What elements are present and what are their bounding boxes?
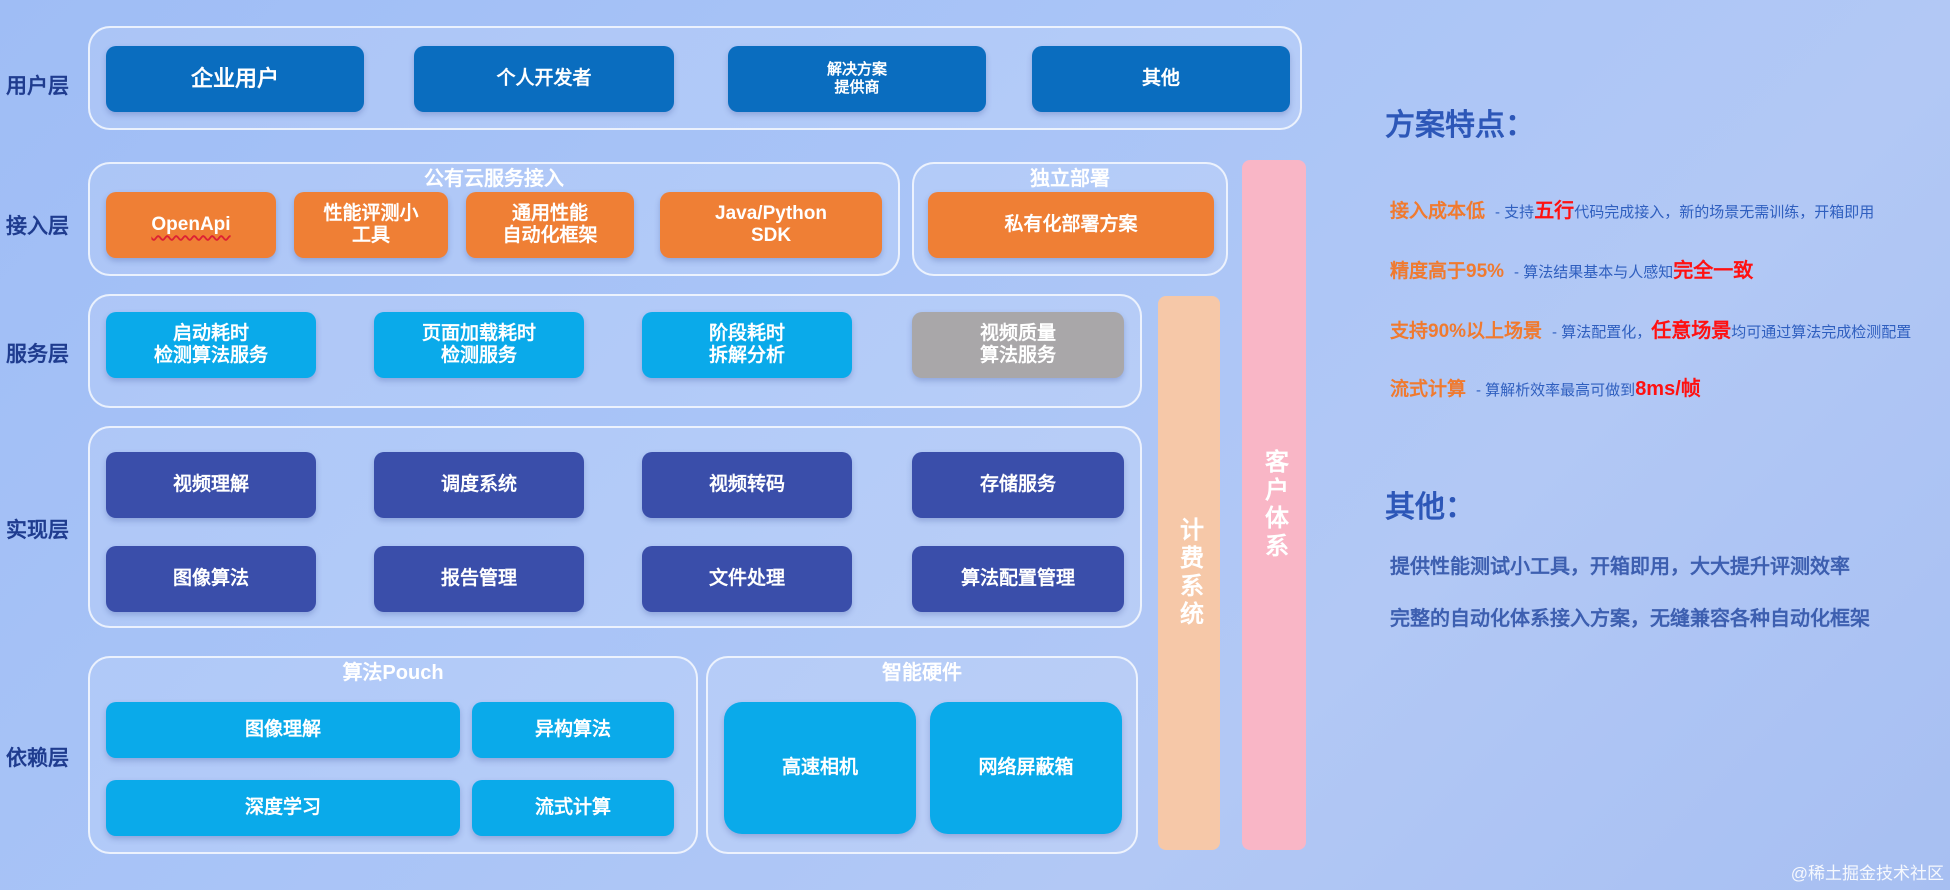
feature-item: 支持90%以上场景 - 算法配置化，任意场景均可通过算法完成检测配置 bbox=[1390, 314, 1911, 343]
impl-algo-config: 算法配置管理 bbox=[912, 546, 1124, 612]
smart-hardware-title: 智能硬件 bbox=[882, 662, 962, 684]
others-item: 提供性能测试小工具，开箱即用，大大提升评测效率 bbox=[1390, 556, 1850, 578]
dep-heterogeneous-algo: 异构算法 bbox=[472, 702, 674, 758]
dep-stream-compute: 流式计算 bbox=[472, 780, 674, 836]
impl-scheduling: 调度系统 bbox=[374, 452, 584, 518]
feature-key: 精度高于95% bbox=[1390, 261, 1505, 282]
service-page-load: 页面加载耗时 检测服务 bbox=[374, 312, 584, 378]
feature-text-pre: - 支持 bbox=[1495, 204, 1535, 221]
feature-highlight: 完全一致 bbox=[1673, 260, 1754, 282]
feature-item: 流式计算 - 算解析效率最高可做到8ms/帧 bbox=[1390, 372, 1701, 401]
user-other: 其他 bbox=[1032, 46, 1290, 112]
user-enterprise: 企业用户 bbox=[106, 46, 364, 112]
impl-video-transcode: 视频转码 bbox=[642, 452, 852, 518]
independent-deploy-title: 独立部署 bbox=[1030, 168, 1110, 190]
feature-text-post: 代码完成接入，新的场景无需训练，开箱即用 bbox=[1574, 204, 1875, 221]
feature-text-pre: - 算解析效率最高可做到 bbox=[1476, 382, 1636, 399]
watermark: @稀土掘金技术社区 bbox=[1790, 864, 1944, 883]
access-openapi: OpenApi bbox=[106, 192, 276, 258]
user-individual-dev: 个人开发者 bbox=[414, 46, 674, 112]
feature-text-post: 均可通过算法完成检测配置 bbox=[1731, 324, 1912, 341]
access-sdk: Java/Python SDK bbox=[660, 192, 882, 258]
impl-file-processing: 文件处理 bbox=[642, 546, 852, 612]
user-solution-provider: 解决方案 提供商 bbox=[728, 46, 986, 112]
layer-label-user: 用户层 bbox=[6, 75, 69, 98]
impl-image-algo: 图像算法 bbox=[106, 546, 316, 612]
billing-system-bar: 计费系统 bbox=[1158, 296, 1220, 850]
impl-storage: 存储服务 bbox=[912, 452, 1124, 518]
dep-high-speed-camera: 高速相机 bbox=[724, 702, 916, 834]
others-item: 完整的自动化体系接入方案，无缝兼容各种自动化框架 bbox=[1390, 608, 1870, 630]
dep-network-shield-box: 网络屏蔽箱 bbox=[930, 702, 1122, 834]
feature-item: 接入成本低 - 支持五行代码完成接入，新的场景无需训练，开箱即用 bbox=[1390, 194, 1874, 223]
feature-highlight: 五行 bbox=[1534, 200, 1575, 222]
customer-system-bar: 客户体系 bbox=[1242, 160, 1306, 850]
layer-label-service: 服务层 bbox=[6, 343, 69, 366]
others-title: 其他： bbox=[1385, 491, 1475, 524]
service-video-quality: 视频质量 算法服务 bbox=[912, 312, 1124, 378]
access-auto-framework: 通用性能 自动化框架 bbox=[466, 192, 634, 258]
layer-label-impl: 实现层 bbox=[6, 519, 69, 542]
layer-label-access: 接入层 bbox=[6, 215, 69, 238]
layer-label-dep: 依赖层 bbox=[6, 747, 69, 770]
feature-text-pre: - 算法结果基本与人感知 bbox=[1514, 264, 1674, 281]
feature-key: 接入成本低 bbox=[1390, 201, 1486, 222]
feature-text-pre: - 算法配置化， bbox=[1552, 324, 1652, 341]
service-stage-analysis: 阶段耗时 拆解分析 bbox=[642, 312, 852, 378]
dep-image-understanding: 图像理解 bbox=[106, 702, 460, 758]
service-startup-time: 启动耗时 检测算法服务 bbox=[106, 312, 316, 378]
feature-highlight: 任意场景 bbox=[1651, 320, 1732, 342]
feature-key: 支持90%以上场景 bbox=[1390, 321, 1543, 342]
feature-highlight: 8ms/帧 bbox=[1635, 378, 1701, 400]
algo-pouch-title: 算法Pouch bbox=[342, 662, 444, 684]
access-private-deploy: 私有化部署方案 bbox=[928, 192, 1214, 258]
access-perf-tool: 性能评测小 工具 bbox=[294, 192, 448, 258]
feature-item: 精度高于95% - 算法结果基本与人感知完全一致 bbox=[1390, 254, 1753, 283]
feature-key: 流式计算 bbox=[1390, 379, 1467, 400]
impl-video-understanding: 视频理解 bbox=[106, 452, 316, 518]
impl-report-mgmt: 报告管理 bbox=[374, 546, 584, 612]
dep-deep-learning: 深度学习 bbox=[106, 780, 460, 836]
public-cloud-title: 公有云服务接入 bbox=[424, 168, 564, 190]
features-title: 方案特点： bbox=[1385, 109, 1535, 142]
